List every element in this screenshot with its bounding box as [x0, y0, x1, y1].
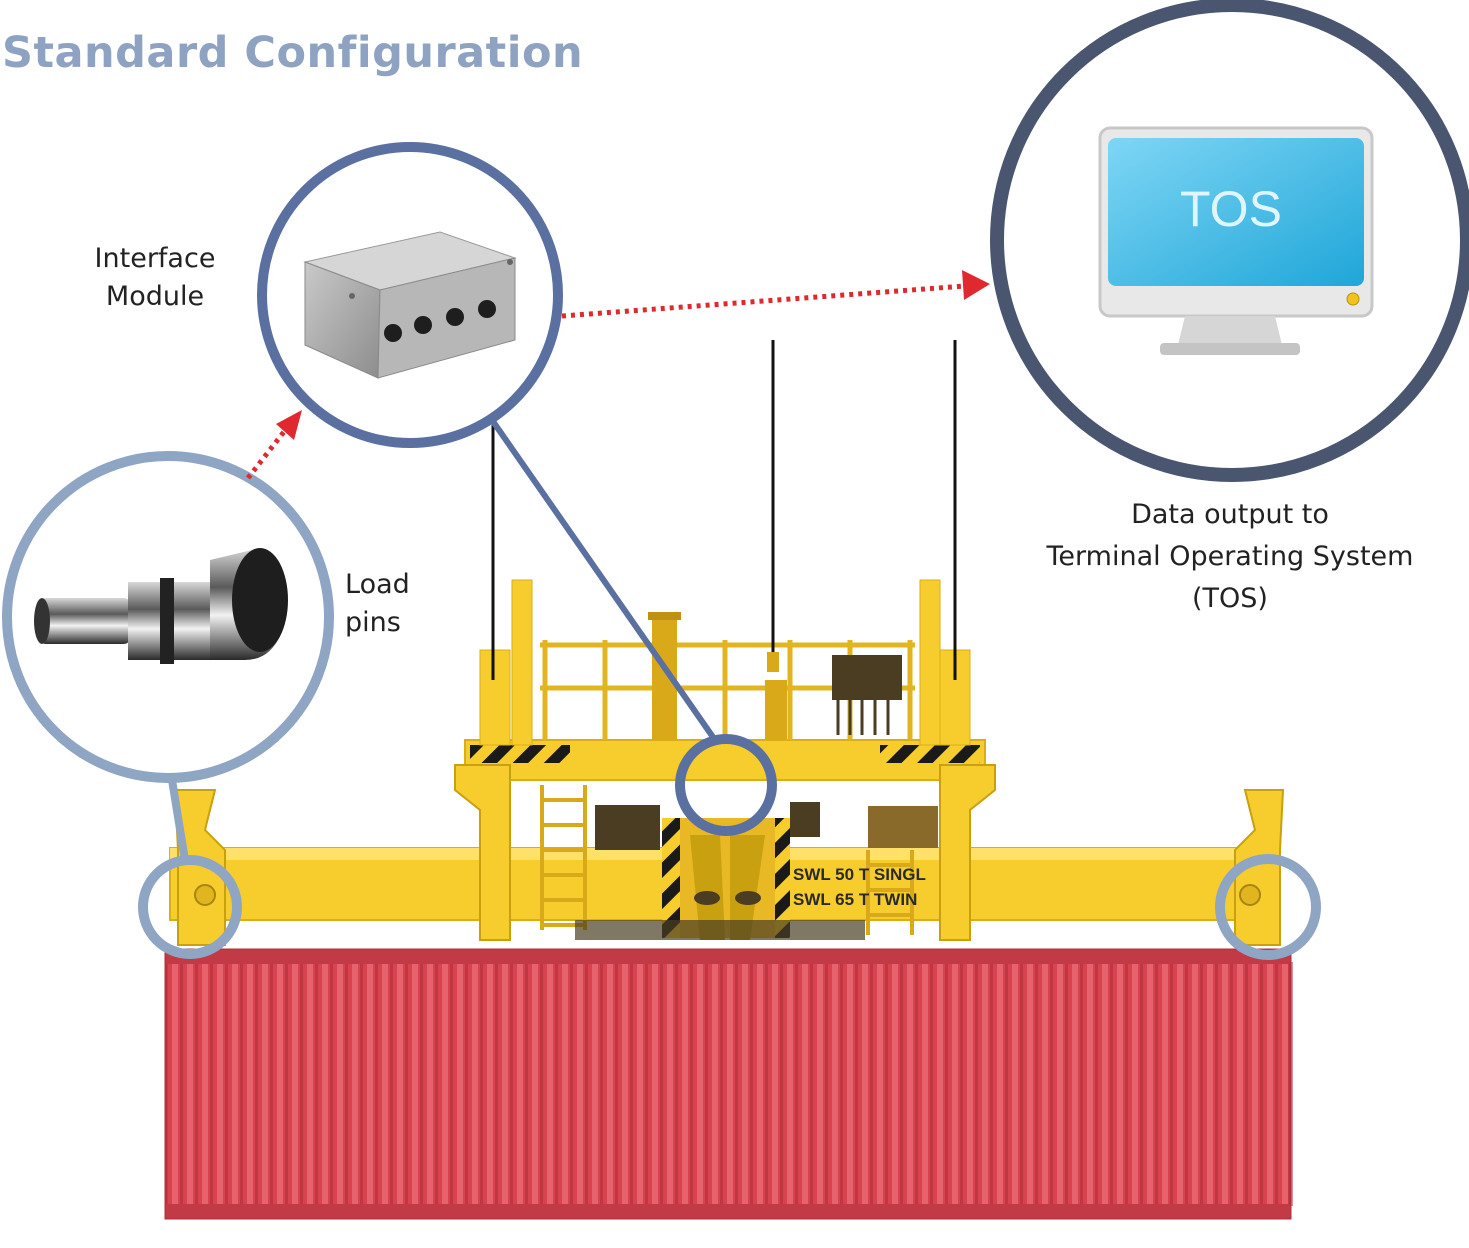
load-pins-label-line2: pins: [345, 607, 401, 638]
spreader-frame: [169, 579, 1285, 946]
interface-detail-circle: [675, 734, 777, 836]
ladder-right: [866, 850, 914, 935]
monitor-icon: [1098, 126, 1374, 355]
load-pins-label-line1: Load: [345, 569, 410, 600]
interface-module-callout: [257, 142, 563, 448]
load-pins-callout: [2, 451, 334, 783]
load-pin-detail-circle-left: [138, 855, 242, 959]
load-pins-label: Load pins: [345, 566, 410, 642]
interface-module-label-line2: Module: [105, 281, 205, 312]
shipping-container: [164, 948, 1293, 1220]
container-ribs: [172, 962, 1293, 1206]
data-output-label-line2: Terminal Operating System: [1046, 541, 1414, 572]
data-output-label-line1: Data output to: [1131, 499, 1329, 530]
load-pin-detail-circle-right: [1215, 854, 1321, 960]
data-output-label: Data output to Terminal Operating System…: [990, 494, 1469, 620]
interface-module-box: [303, 231, 517, 379]
arrow-interface-to-tos: [561, 283, 966, 319]
arrow-loadpins-to-interface: [246, 420, 293, 480]
page-title: Standard Configuration: [2, 28, 584, 78]
interface-module-label-line1: Interface: [94, 243, 216, 274]
ladder-left: [540, 785, 587, 930]
tos-callout: [990, 0, 1469, 482]
swl-line-2: SWL 65 T TWIN: [793, 890, 917, 909]
swl-line-1: SWL 50 T SINGL: [793, 865, 926, 884]
interface-module-label: Interface Module: [60, 240, 250, 316]
callout-leaders: [168, 418, 718, 861]
monitor-screen-text: TOS: [1180, 181, 1282, 237]
data-output-label-line3: (TOS): [1192, 583, 1268, 614]
load-pin-image: [34, 548, 288, 664]
hoist-cables: [491, 340, 957, 680]
